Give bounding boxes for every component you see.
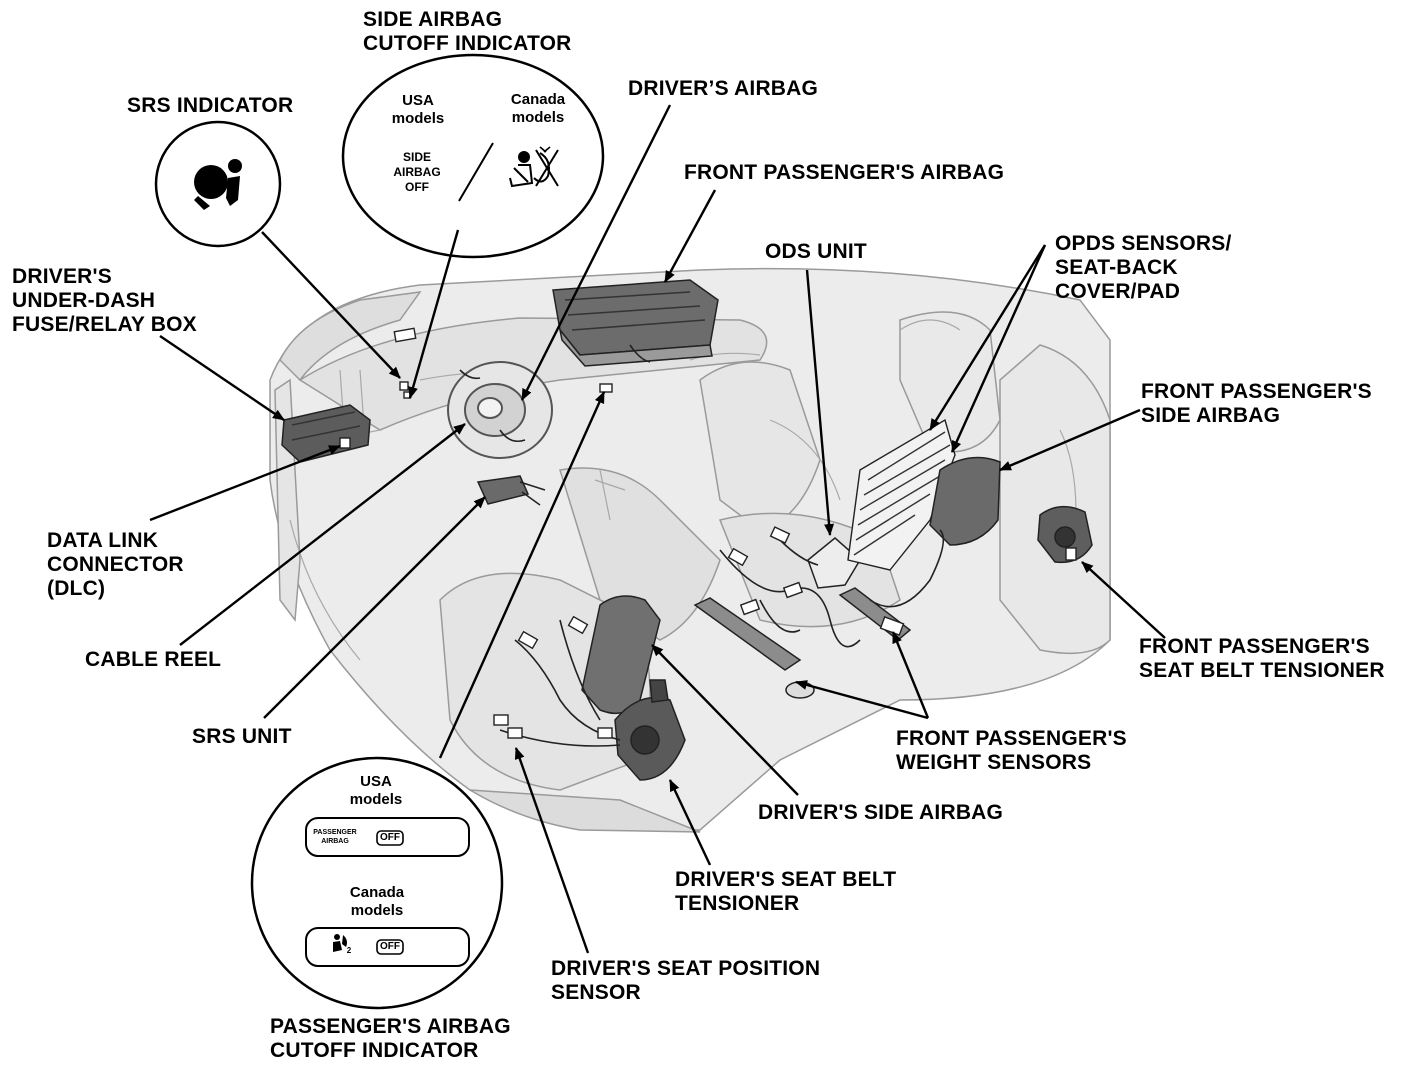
opds-sensors-label: OPDS SENSORS/ SEAT-BACK COVER/PAD [1055, 232, 1231, 304]
drivers-airbag-label: DRIVER’S AIRBAG [628, 77, 819, 100]
label-line: SIDE [402, 150, 431, 164]
usa-off-lamp [376, 830, 404, 846]
side-cutoff-bubble [341, 53, 605, 259]
label-line: PASSENGER [313, 829, 357, 836]
srs-unit-label: SRS UNIT [192, 725, 292, 748]
passenger-airbag-module [552, 279, 719, 367]
passenger-airbag-lamp-text: PASSENGER AIRBAG [312, 828, 358, 846]
usa-off-text: OFF [380, 832, 400, 843]
label-line: DRIVER'S SEAT BELT [675, 868, 897, 891]
label-line: CONNECTOR [47, 553, 184, 576]
canada-off-lamp [376, 939, 404, 955]
label-line: Canada [510, 91, 566, 108]
passenger-airbag-cutoff-label: PASSENGER'S AIRBAG CUTOFF INDICATOR [270, 1015, 511, 1063]
passenger-seat-belt-tensioner-part [1037, 506, 1093, 564]
opds-sensor-pad [847, 418, 956, 571]
label-line: SENSOR [551, 981, 641, 1004]
label-line: PASSENGER'S AIRBAG [270, 1015, 511, 1038]
airbag-occupant-icon [194, 159, 242, 210]
driver-seat-belt-tensioner-part [614, 679, 686, 781]
label-line: TENSIONER [675, 892, 800, 915]
passenger-airbag-icon [333, 934, 347, 952]
label-line: models [391, 110, 445, 127]
label-line: FRONT PASSENGER'S [1139, 635, 1370, 658]
label-line: DRIVER'S SEAT POSITION [551, 957, 821, 980]
passenger-side-airbag-part [929, 456, 1001, 546]
drivers-side-airbag-label: DRIVER'S SIDE AIRBAG [758, 801, 1004, 824]
label-line: SIDE AIRBAG [1141, 404, 1281, 427]
label-line: models [350, 902, 404, 919]
front-passenger-weight-sensors-label: FRONT PASSENGER'S WEIGHT SENSORS [896, 727, 1127, 775]
label-line: Canada [349, 884, 405, 901]
label-line: SIDE AIRBAG [363, 8, 503, 31]
leader-lines [149, 104, 1166, 954]
drivers-seat-belt-tensioner-label: DRIVER'S SEAT BELT TENSIONER [675, 868, 896, 916]
ods-unit-label: ODS UNIT [765, 240, 867, 263]
drivers-seat-position-sensor-label: DRIVER'S SEAT POSITION SENSOR [551, 957, 820, 1005]
steering-wheel [447, 361, 553, 459]
label-line: DATA LINK [47, 529, 159, 552]
label-line: models [349, 791, 403, 808]
front-passenger-seat-belt-tensioner-label: FRONT PASSENGER'S SEAT BELT TENSIONER [1139, 635, 1385, 683]
label-line: FRONT PASSENGER'S [896, 727, 1127, 750]
seatbelt-airbag-off-icon [509, 146, 559, 188]
label-line: CUTOFF INDICATOR [270, 1039, 479, 1062]
connectors [339, 327, 1077, 739]
label-line: OPDS SENSORS/ [1055, 232, 1232, 255]
separator-slash [458, 142, 494, 202]
ods-unit-part [807, 537, 861, 589]
srs-indicator-label: SRS INDICATOR [127, 94, 294, 117]
label-line: CUTOFF INDICATOR [363, 32, 572, 55]
srs-unit-part [476, 475, 546, 506]
wiring-harness [459, 344, 945, 747]
label-line: USA [402, 92, 434, 109]
label-line: (DLC) [47, 577, 106, 600]
label-line: COVER/PAD [1055, 280, 1181, 303]
passenger-bubble-usa-label: USA models [346, 773, 406, 809]
label-line: SEAT-BACK [1055, 256, 1178, 279]
data-link-connector-label: DATA LINK CONNECTOR (DLC) [47, 529, 184, 601]
canada-icon-subscript: 2 [346, 946, 352, 955]
passenger-bubble-canada-label: Canada models [345, 884, 409, 920]
cable-reel-label: CABLE REEL [85, 648, 222, 671]
label-line: WEIGHT SENSORS [896, 751, 1092, 774]
label-line: USA [360, 773, 392, 790]
label-line: SEAT BELT TENSIONER [1139, 659, 1385, 682]
side-airbag-cutoff-label: SIDE AIRBAG CUTOFF INDICATOR [363, 8, 572, 56]
fuse-relay-box-label: DRIVER'S UNDER-DASH FUSE/RELAY BOX [12, 265, 197, 337]
side-bubble-usa-label: USA models [384, 92, 452, 128]
side-bubble-canada-label: Canada models [496, 91, 580, 127]
canada-off-text: OFF [380, 941, 400, 952]
label-line: AIRBAG [393, 165, 441, 179]
front-passenger-side-airbag-label: FRONT PASSENGER'S SIDE AIRBAG [1141, 380, 1372, 428]
label-line: FRONT PASSENGER'S [1141, 380, 1372, 403]
label-line: UNDER-DASH [12, 289, 156, 312]
label-line: models [511, 109, 565, 126]
label-line: FUSE/RELAY BOX [12, 313, 197, 336]
side-airbag-off-indicator: SIDE AIRBAG OFF [386, 150, 448, 195]
front-passenger-airbag-label: FRONT PASSENGER'S AIRBAG [684, 161, 1005, 184]
label-line: OFF [405, 180, 429, 194]
label-line: DRIVER'S [12, 265, 112, 288]
label-line: AIRBAG [321, 838, 349, 845]
